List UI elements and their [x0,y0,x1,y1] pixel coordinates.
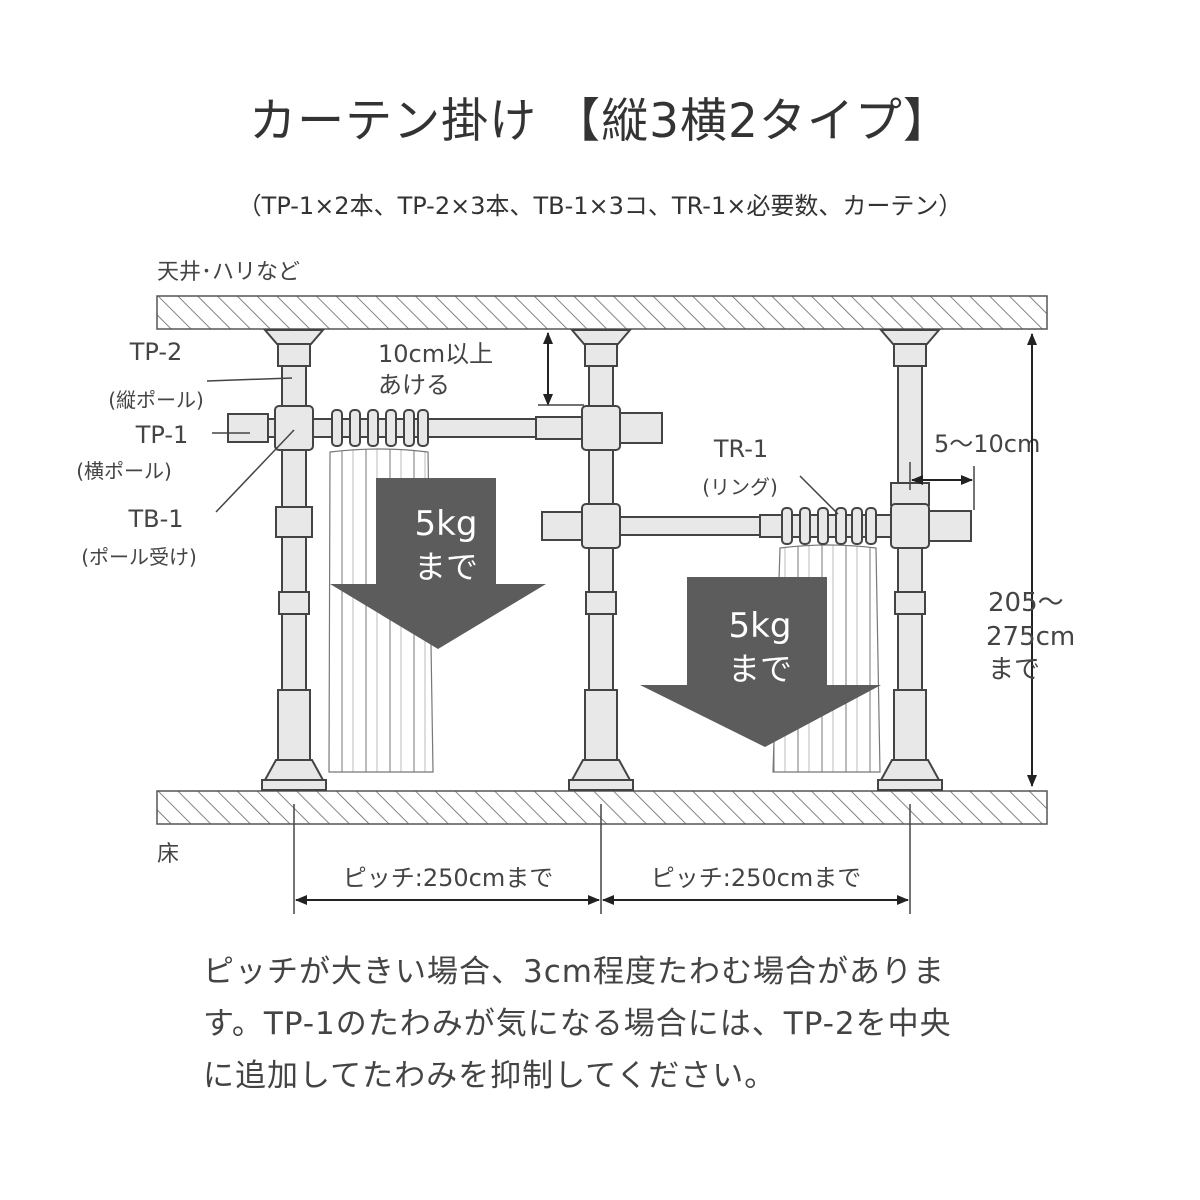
label-pitch-left: ピッチ:250cmまで [343,864,553,892]
vertical-pole-left [261,329,327,791]
horizontal-pole-upper [227,405,663,451]
vertical-pole-center [568,329,634,791]
label-height-1: 205～ [988,588,1064,618]
note-line-2: す。TP-1のたわみが気になる場合には、TP-2を中央 [203,1006,952,1042]
horizontal-pole-lower [541,503,972,549]
label-tb1-sub: (ポール受け) [81,545,197,569]
label-pitch-right: ピッチ:250cmまで [651,864,861,892]
label-tp2: TP-2 [129,338,183,366]
label-tp1-sub: (横ポール) [76,459,172,483]
label-tb1: TB-1 [127,505,183,533]
load-left-kg: 5kg [415,504,478,544]
label-height-3: まで [988,655,1040,685]
floor-slab [156,790,1048,825]
floor-label: 床 [157,842,179,867]
load-arrow-left: 5kg まで [330,478,546,649]
note-line-1: ピッチが大きい場合、3cm程度たわむ場合がありま [203,954,945,990]
vertical-pole-right [877,329,943,791]
page-title: カーテン掛け 【縦3横2タイプ】 [249,94,951,149]
ceiling-slab [156,295,1048,330]
label-offset: 5～10cm [934,430,1040,458]
label-tp1: TP-1 [135,421,189,449]
parts-list: （TP-1×2本、TP-2×3本、TB-1×3コ、TR-1×必要数、カーテン） [237,192,963,220]
rings-right [781,507,877,545]
rings-left [331,409,429,447]
load-left-made: まで [414,548,478,586]
load-right-kg: 5kg [729,606,792,646]
leader-tp2 [206,377,293,382]
label-tr1: TR-1 [713,435,768,463]
caution-note: ピッチが大きい場合、3cm程度たわむ場合がありま す。TP-1のたわみが気になる… [203,946,1103,1102]
label-gap-top-2: あける [378,371,450,399]
ceiling-label: 天井･ハリなど [157,260,300,285]
load-arrow-right: 5kg まで [640,577,881,747]
load-right-made: まで [728,650,792,688]
label-tr1-sub: (リング) [702,475,778,499]
leader-tr1 [799,475,839,515]
note-line-3: に追加してたわみを抑制してください。 [203,1058,777,1094]
label-height-2: 275cm [986,622,1075,652]
label-tp2-sub: (縦ポール) [108,388,204,412]
label-gap-top-1: 10cm以上 [378,340,493,368]
leader-tb1 [215,429,295,513]
